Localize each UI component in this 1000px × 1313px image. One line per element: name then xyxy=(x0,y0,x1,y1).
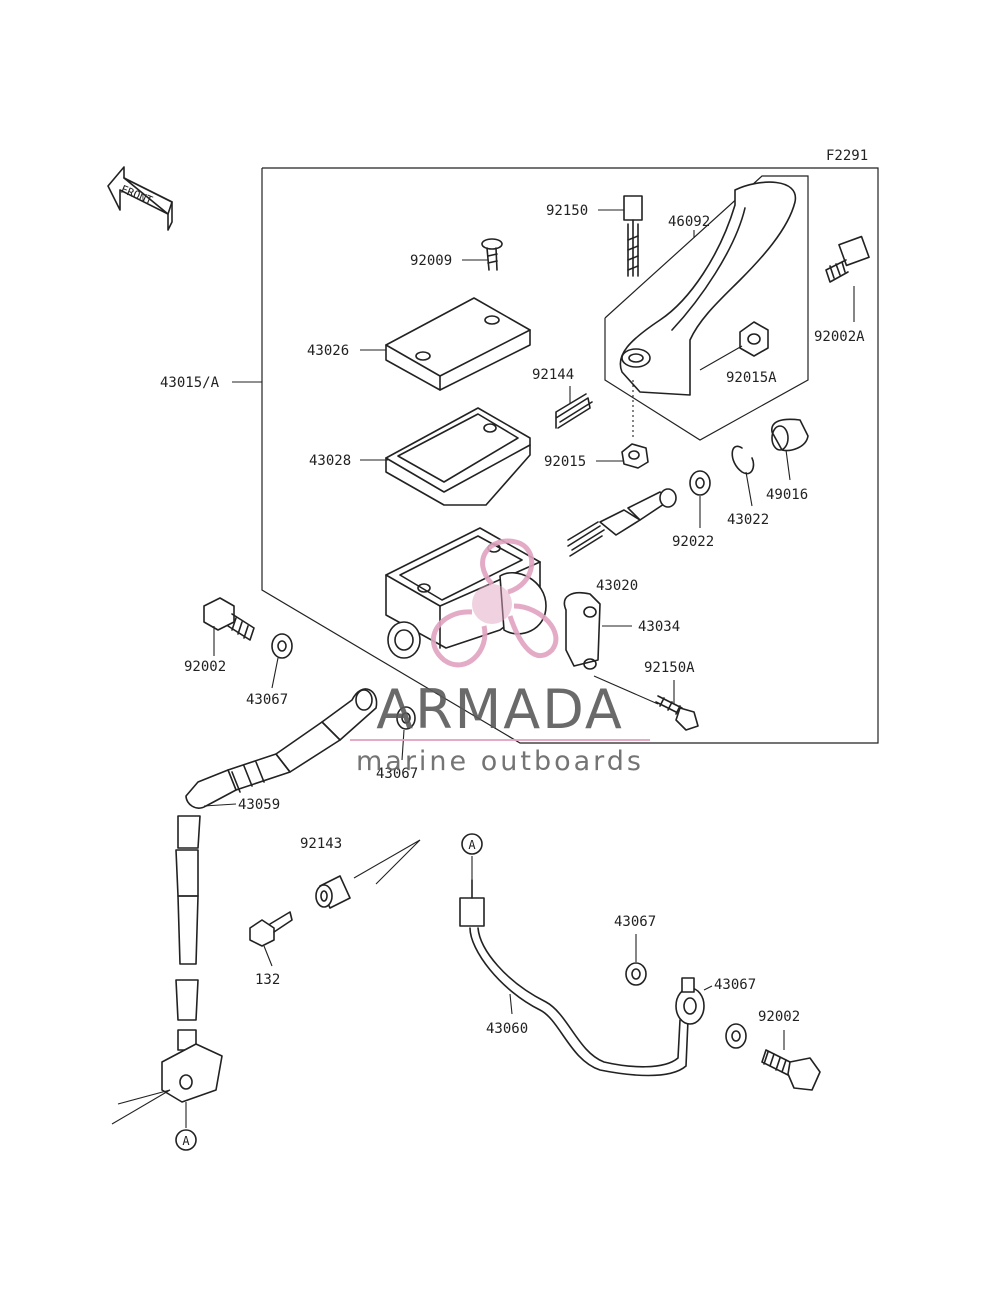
bolt-92150 xyxy=(623,195,643,277)
washer-43067-a xyxy=(271,633,293,659)
dust-boot xyxy=(771,418,809,452)
brake-pipe-43060 xyxy=(459,879,705,1077)
label-43028: 43028 xyxy=(309,453,351,469)
clamp xyxy=(563,592,601,670)
brake-hose-43059 xyxy=(111,688,378,1128)
part-labels: 92150 46092 92009 92002A 43026 43015/A 9… xyxy=(160,203,865,1037)
label-92002-top: 92002 xyxy=(184,659,226,675)
nut-92015A xyxy=(739,321,769,357)
reservoir-cap xyxy=(385,297,531,391)
label-43067-b: 43067 xyxy=(376,766,418,782)
label-43034: 43034 xyxy=(638,619,680,635)
bolt-92002-bottom xyxy=(761,1049,821,1091)
label-92150: 92150 xyxy=(546,203,588,219)
lever-frame xyxy=(604,175,809,441)
washer-43067-c xyxy=(625,962,647,986)
bolt-92002A xyxy=(825,235,870,283)
label-43020: 43020 xyxy=(596,578,638,594)
washer-43067-d xyxy=(725,1023,747,1049)
collar-92143 xyxy=(315,839,421,909)
label-92150A: 92150A xyxy=(644,660,695,676)
reference-a-top: A xyxy=(461,833,483,855)
watermark-brand: ARMADA xyxy=(376,678,624,741)
label-43059: 43059 xyxy=(238,797,280,813)
label-92144: 92144 xyxy=(532,367,574,383)
spring-92144 xyxy=(555,393,593,429)
label-46092: 46092 xyxy=(668,214,710,230)
diaphragm-43028 xyxy=(385,407,531,506)
label-43015A: 43015/A xyxy=(160,375,220,391)
label-92015A: 92015A xyxy=(726,370,777,386)
label-43026: 43026 xyxy=(307,343,349,359)
washer-43067-b xyxy=(396,706,416,730)
reference-a-bottom: A xyxy=(175,1129,197,1151)
bolt-132 xyxy=(249,911,293,947)
watermark-logo xyxy=(430,538,559,668)
label-43067-c: 43067 xyxy=(614,914,656,930)
brake-lever xyxy=(619,181,797,396)
watermark-tagline: marine outboards xyxy=(356,746,644,777)
label-92143: 92143 xyxy=(300,836,342,852)
figure-code: F2291 xyxy=(826,148,868,164)
screw-92009 xyxy=(481,238,503,271)
assembly-frame xyxy=(261,167,879,744)
piston-kit xyxy=(567,488,677,557)
label-92009: 92009 xyxy=(410,253,452,269)
leader-lines xyxy=(203,209,855,1050)
nut-92015 xyxy=(621,380,649,469)
label-92002A: 92002A xyxy=(814,329,865,345)
label-92015: 92015 xyxy=(544,454,586,470)
front-arrow-icon: FRONT xyxy=(107,166,173,231)
label-92022: 92022 xyxy=(672,534,714,550)
watermark: ARMADA marine outboards xyxy=(350,538,650,777)
reference-a-top-label: A xyxy=(468,838,476,852)
label-92002-bottom: 92002 xyxy=(758,1009,800,1025)
label-43067-a: 43067 xyxy=(246,692,288,708)
reference-a-bottom-label: A xyxy=(182,1134,190,1148)
label-43022: 43022 xyxy=(727,512,769,528)
label-49016: 49016 xyxy=(766,487,808,503)
washer-92022 xyxy=(689,470,711,496)
label-43060: 43060 xyxy=(486,1021,528,1037)
bolt-92002-top xyxy=(203,597,255,641)
bolt-92150A xyxy=(655,695,699,731)
label-43067-d: 43067 xyxy=(714,977,756,993)
label-132: 132 xyxy=(255,972,280,988)
master-cylinder-body xyxy=(385,527,547,659)
circlip xyxy=(731,445,755,475)
